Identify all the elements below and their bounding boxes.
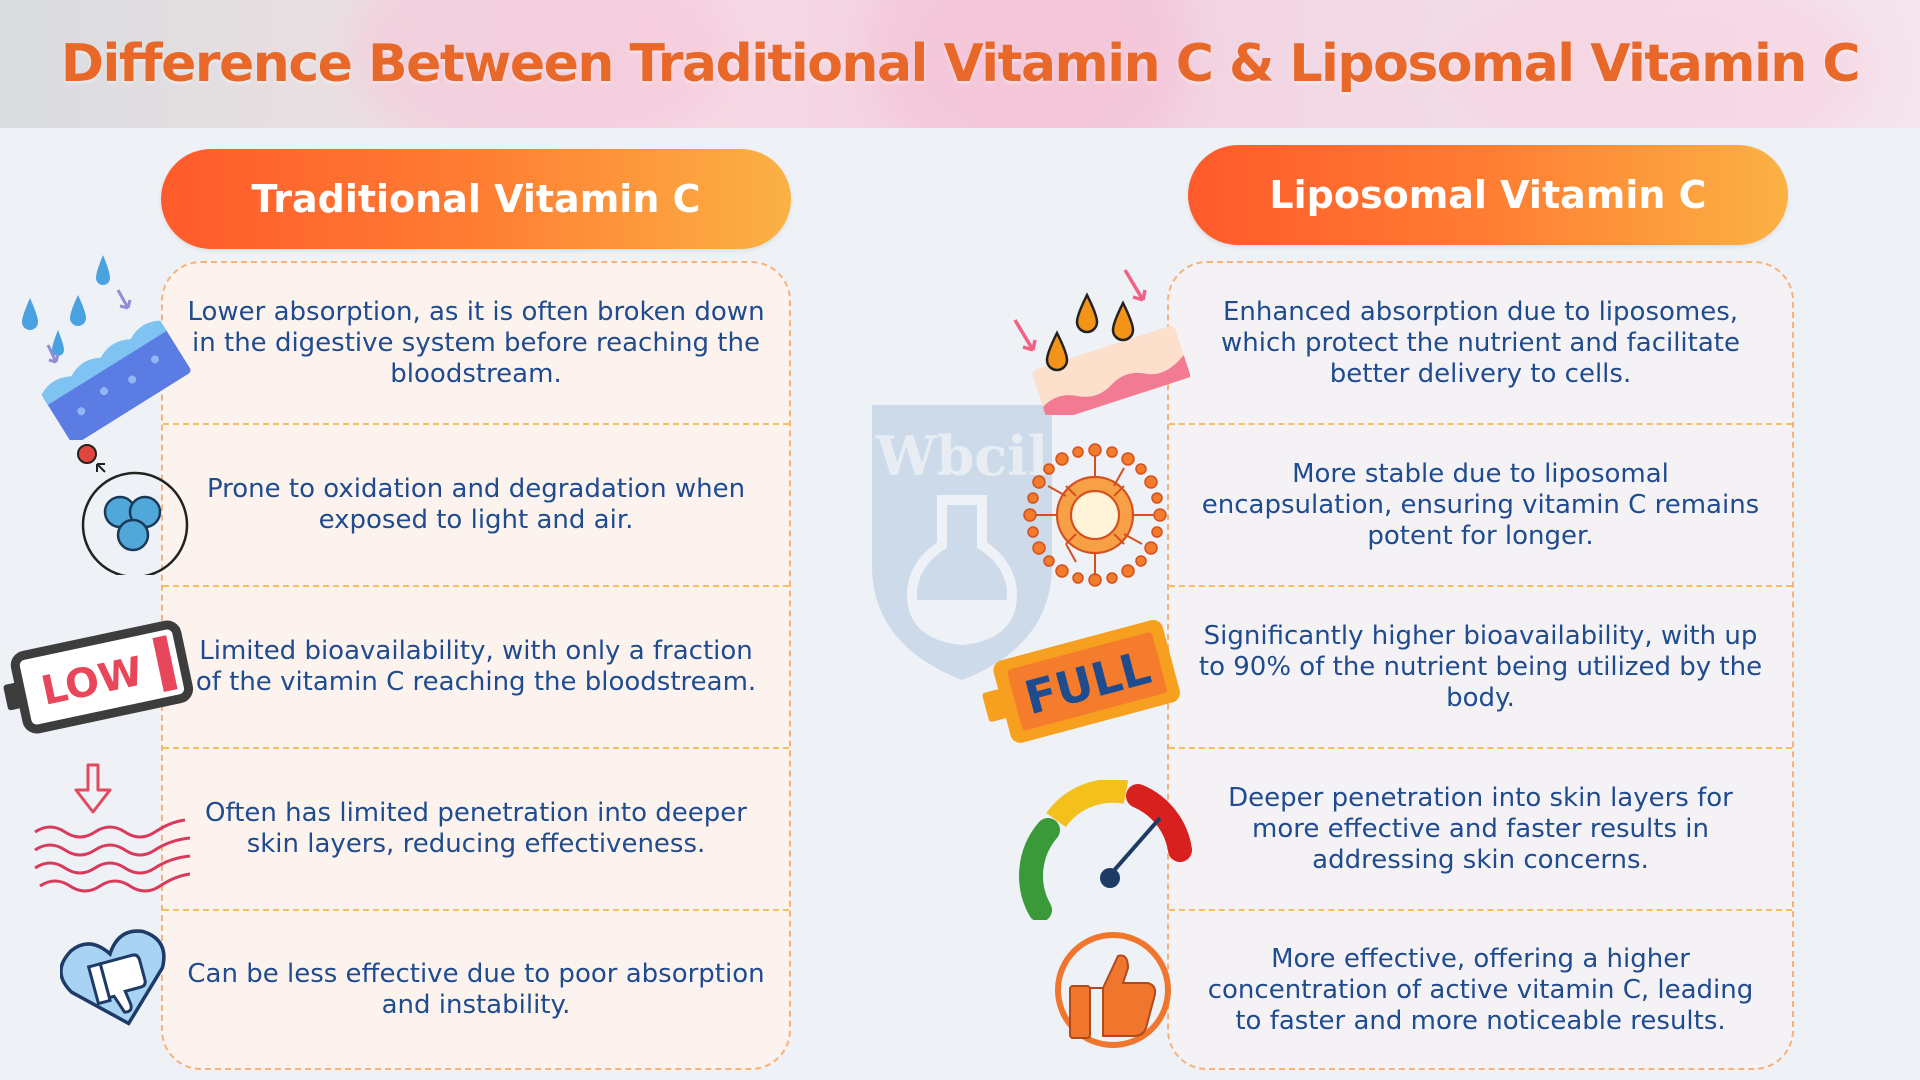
- skin-layers-arrow-icon: [34, 763, 191, 893]
- page-title: Difference Between Traditional Vitamin C…: [60, 34, 1861, 94]
- row-divider: [163, 747, 789, 749]
- decorative-petal: [1450, 0, 1870, 128]
- row-divider: [163, 585, 789, 587]
- decorative-petal: [870, 0, 1190, 128]
- liposomal-row-absorption: Enhanced absorption due to liposomes, wh…: [1221, 296, 1740, 389]
- title-banner: Difference Between Traditional Vitamin C…: [0, 0, 1920, 128]
- traditional-panel: Lower absorption, as it is often broken …: [161, 261, 791, 1070]
- watermark-text: Wbcil: [875, 424, 1048, 488]
- traditional-row-bioavailability: Limited bioavailability, with only a fra…: [195, 636, 757, 697]
- absorption-drops-icon: [1013, 269, 1190, 415]
- traditional-heading: Traditional Vitamin C: [161, 149, 791, 249]
- liposome-icon: [1023, 443, 1167, 587]
- traditional-row-stability: Prone to oxidation and degradation when …: [206, 474, 746, 535]
- traditional-row-effectiveness: Can be less effective due to poor absorp…: [187, 959, 765, 1020]
- liposomal-heading: Liposomal Vitamin C: [1188, 145, 1788, 245]
- liposomal-row-effectiveness: More effective, offering a higher concen…: [1207, 943, 1754, 1036]
- liposomal-row-bioavailability: Significantly higher bioavailability, wi…: [1198, 620, 1763, 713]
- molecule-oxidation-icon: [77, 444, 189, 575]
- liposomal-row-stability: More stable due to liposomal encapsulati…: [1201, 458, 1760, 551]
- row-divider: [1169, 585, 1792, 587]
- row-divider: [1169, 423, 1792, 425]
- row-divider: [163, 423, 789, 425]
- traditional-row-absorption: Lower absorption, as it is often broken …: [187, 296, 765, 389]
- thumbs-down-heart-icon: [60, 929, 166, 1026]
- liposomal-panel: Enhanced absorption due to liposomes, wh…: [1167, 261, 1794, 1070]
- wbcil-watermark-logo: Wbcil: [872, 405, 1052, 680]
- row-divider: [1169, 909, 1792, 911]
- gauge-meter-icon: [1019, 780, 1192, 920]
- traditional-row-penetration: Often has limited penetration into deepe…: [205, 798, 747, 859]
- decorative-petal: [350, 0, 730, 128]
- thumbs-up-icon: [1055, 932, 1171, 1048]
- row-divider: [1169, 747, 1792, 749]
- low-battery-icon: LOW: [3, 620, 194, 734]
- row-divider: [163, 909, 789, 911]
- water-drops-sponge-icon: [22, 255, 191, 440]
- full-battery-icon: FULL: [982, 619, 1180, 743]
- liposomal-row-penetration: Deeper penetration into skin layers for …: [1228, 782, 1733, 875]
